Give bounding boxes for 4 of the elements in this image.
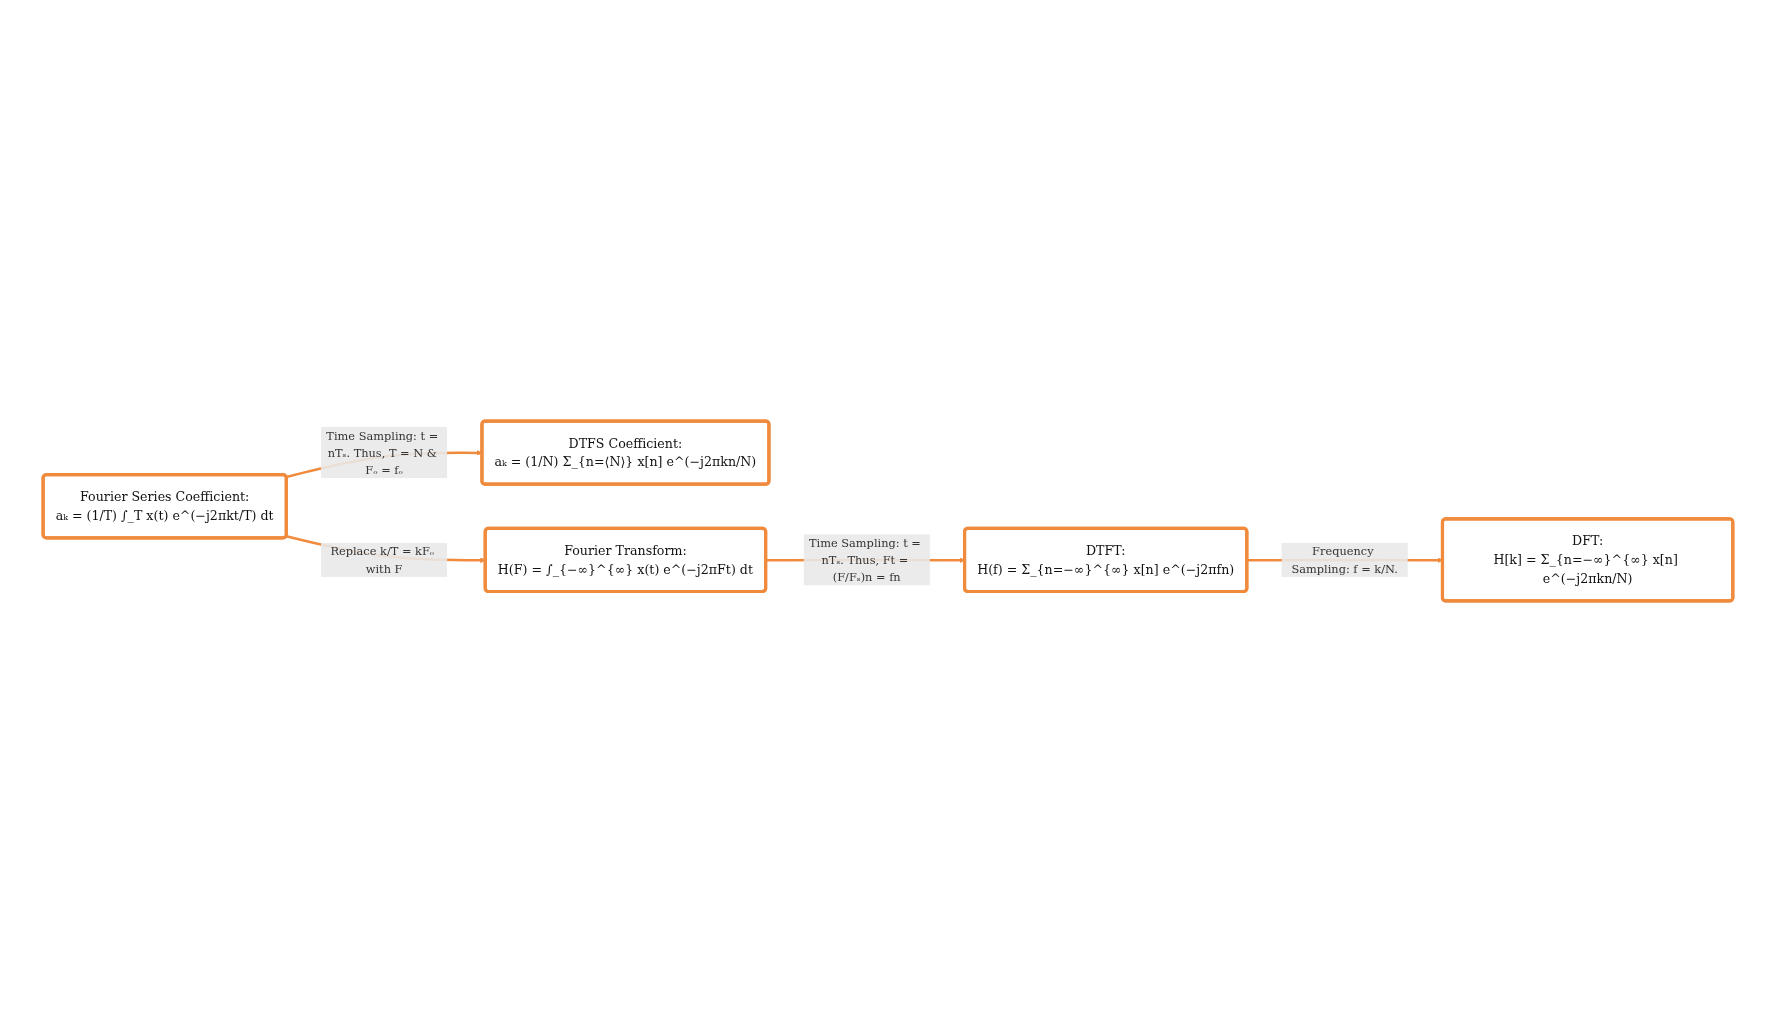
edge-label: Time Sampling: t = nTₛ. Thus, Ft = (F/Fₛ)n = fn xyxy=(808,536,921,584)
edge-label: Frequency Sampling: f = k/N. xyxy=(1291,544,1398,576)
edge-label: Replace k/T = kFₒ with F xyxy=(329,544,434,576)
edge-label: Time Sampling: t = nTₛ. Thus, T = N & Fₒ = fₒ xyxy=(325,428,438,477)
